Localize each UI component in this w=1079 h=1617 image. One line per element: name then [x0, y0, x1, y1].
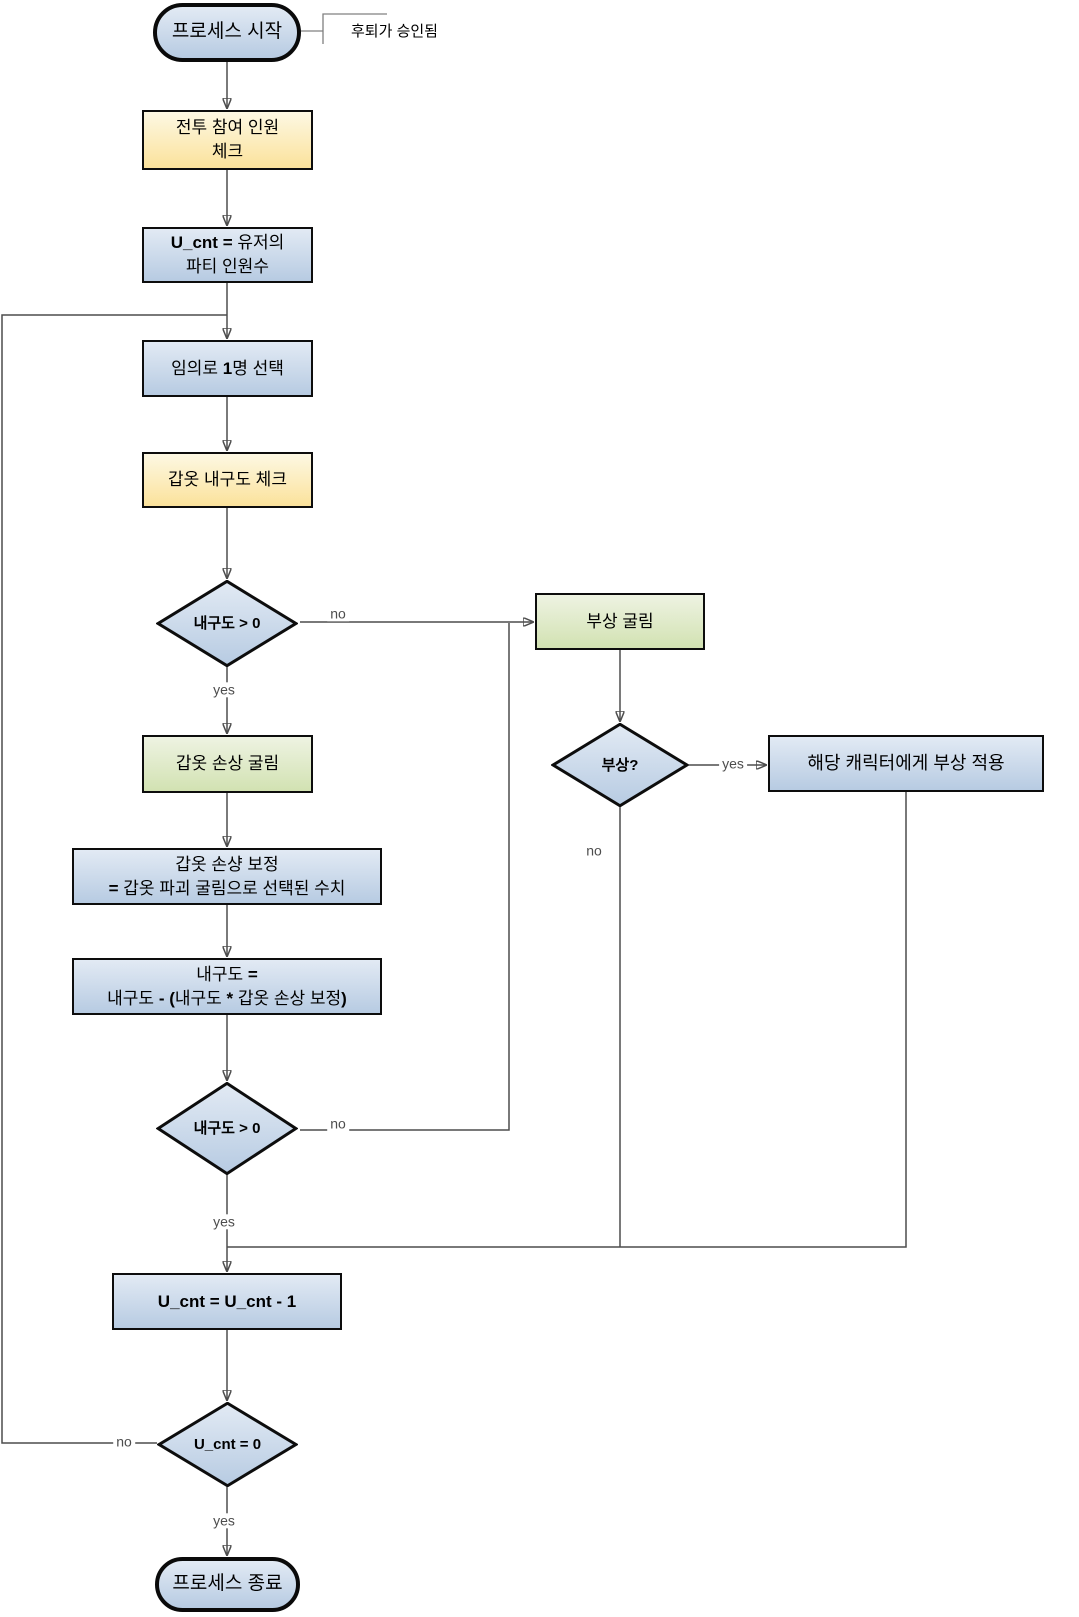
decision-label: 내구도 > 0	[193, 615, 261, 632]
decision-durability-gt0-second: 내구도 > 0	[156, 1082, 298, 1175]
diamond-shape	[156, 580, 298, 667]
end-label: 프로세스 종료	[172, 1573, 283, 1595]
diamond-shape	[551, 723, 689, 807]
edge-label-yes-injury: yes	[719, 755, 747, 772]
edge-label-yes-durability1: yes	[210, 681, 238, 698]
decision-label: 부상?	[601, 756, 639, 774]
start-label: 프로세스 시작	[171, 21, 283, 43]
decision-label: 내구도 > 0	[193, 1120, 261, 1137]
start-terminator: 프로세스 시작	[153, 3, 301, 62]
decision-ucnt-zero: U_cnt = 0	[157, 1402, 298, 1487]
decision-label: U_cnt = 0	[193, 1436, 262, 1453]
diamond-shape	[157, 1402, 298, 1487]
edge-label-no-injury: no	[583, 842, 605, 859]
process-pick-one-random: 임의로 1명 선택	[142, 340, 313, 397]
decision-injury: 부상?	[551, 723, 689, 807]
process-decrement-ucnt: U_cnt = U_cnt - 1	[112, 1273, 342, 1330]
edge-label-yes-ucntzero: yes	[210, 1512, 238, 1529]
process-durability-formula: 내구도 =내구도 - (내구도 * 갑옷 손상 보정)	[72, 958, 382, 1015]
edge-label-no-ucntzero: no	[113, 1433, 135, 1450]
decision-durability-gt0-first: 내구도 > 0	[156, 580, 298, 667]
process-armor-damage-roll: 갑옷 손상 굴림	[142, 735, 313, 793]
process-armor-durability-check: 갑옷 내구도 체크	[142, 452, 313, 508]
edge-label-yes-durability2: yes	[210, 1213, 238, 1230]
edge-label-no-durability2: no	[327, 1115, 349, 1132]
process-armor-damage-correction: 갑옷 손샹 보정= 갑옷 파괴 굴림으로 선택된 수치	[72, 848, 382, 905]
diamond-shape	[156, 1082, 298, 1175]
end-terminator: 프로세스 종료	[155, 1557, 300, 1612]
edge-label-no-durability1: no	[327, 605, 349, 622]
annotation-note: 후퇴가 승인됨	[351, 23, 438, 40]
process-injury-roll: 부상 굴림	[535, 593, 705, 650]
process-apply-injury: 해당 캐릭터에게 부상 적용	[768, 735, 1044, 792]
